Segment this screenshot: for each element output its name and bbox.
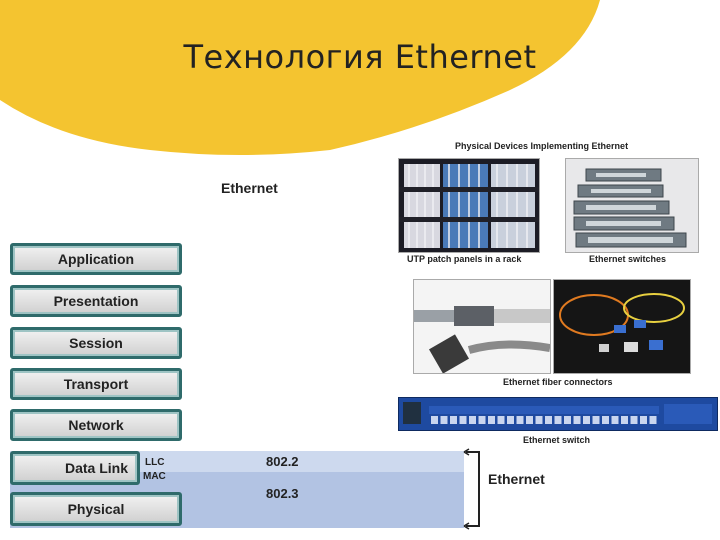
- patch-panel-caption: UTP patch panels in a rack: [407, 254, 521, 264]
- switch-port: [545, 416, 552, 424]
- switch-port: [583, 416, 590, 424]
- ethernet-switch-photo: [398, 397, 718, 431]
- fiber-connector-photo: [413, 279, 551, 374]
- switch-port: [450, 416, 457, 424]
- switch-port: [526, 416, 533, 424]
- page-title: Технология Ethernet: [0, 38, 720, 76]
- switch-port: [507, 416, 514, 424]
- devices-heading: Physical Devices Implementing Ethernet: [455, 141, 628, 151]
- ethernet-heading: Ethernet: [221, 180, 278, 196]
- switches-caption: Ethernet switches: [589, 254, 666, 264]
- switch-port: [498, 416, 505, 424]
- standard-802-2: 802.2: [266, 454, 299, 469]
- switch-port: [650, 416, 657, 424]
- switch-port: [517, 416, 524, 424]
- layer-presentation: Presentation: [10, 285, 182, 317]
- fiber-caption: Ethernet fiber connectors: [503, 377, 613, 387]
- switch-port: [431, 416, 438, 424]
- switch-port: [460, 416, 467, 424]
- llc-label: LLC: [145, 457, 164, 468]
- switch-port: [631, 416, 638, 424]
- standard-802-3: 802.3: [266, 486, 299, 501]
- switch-port: [469, 416, 476, 424]
- switch-port: [536, 416, 543, 424]
- switch-port: [479, 416, 486, 424]
- switch-port: [564, 416, 571, 424]
- layer-transport: Transport: [10, 368, 182, 400]
- switch-port: [488, 416, 495, 424]
- switch-port: [602, 416, 609, 424]
- layer-session: Session: [10, 327, 182, 359]
- ethernet-bracket: [462, 448, 486, 532]
- switch-port: [574, 416, 581, 424]
- switch-port: [555, 416, 562, 424]
- switch-port: [593, 416, 600, 424]
- switch-port: [612, 416, 619, 424]
- fiber-cables-photo: [553, 279, 691, 374]
- switch-port: [621, 416, 628, 424]
- switches-stack-photo: [565, 158, 699, 253]
- layer-network: Network: [10, 409, 182, 441]
- switch-port: [640, 416, 647, 424]
- switch-port: [441, 416, 448, 424]
- mac-label: MAC: [143, 471, 166, 482]
- layer-application: Application: [10, 243, 182, 275]
- layer-physical: Physical: [10, 492, 182, 526]
- switch-caption: Ethernet switch: [523, 435, 590, 445]
- patch-panel-photo: [398, 158, 540, 253]
- bracket-ethernet-label: Ethernet: [488, 471, 545, 487]
- layer-data-link: Data Link: [10, 451, 140, 485]
